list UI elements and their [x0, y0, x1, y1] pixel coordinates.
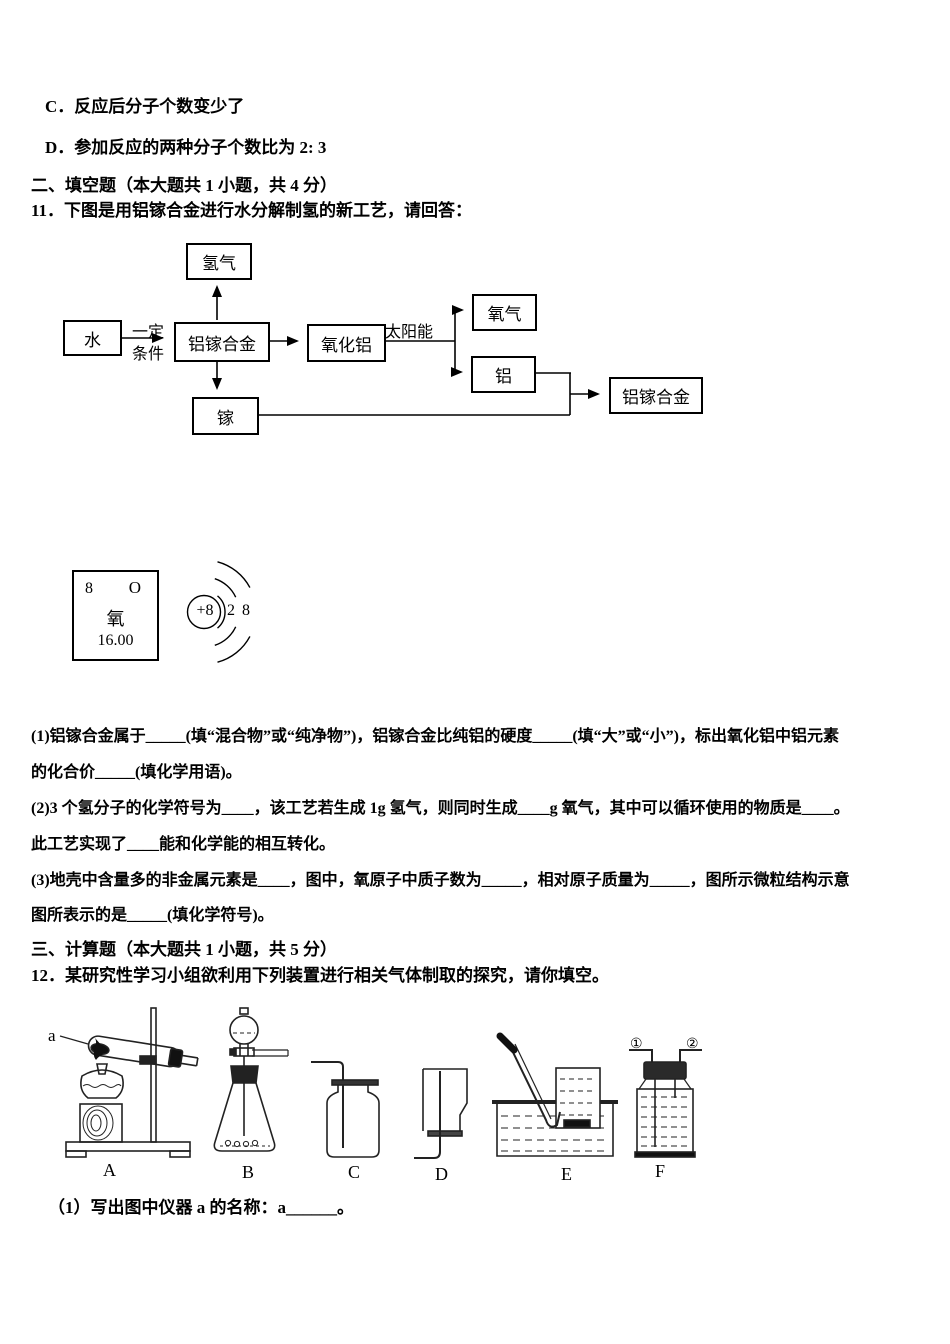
- apparatus-e-drawing: [492, 1032, 618, 1157]
- option-c: C．反应后分子个数变少了: [45, 97, 245, 116]
- q11-part1-line1: (1)铝镓合金属于_____(填“混合物”或“纯净物”)，铝镓合金比纯铝的硬度_…: [31, 728, 839, 745]
- flowchart-lines: [118, 285, 600, 663]
- node-alloy-product: 铝镓合金: [609, 377, 703, 414]
- node-gallium: 镓: [192, 397, 259, 435]
- node-oxide: 氧化铝: [307, 324, 386, 362]
- q11-part1-line2: 的化合价_____(填化学用语)。: [31, 764, 242, 781]
- label-condition-2: 条件: [131, 346, 164, 363]
- element-symbol: O: [128, 578, 141, 597]
- apparatus-b-label: B: [242, 1162, 255, 1182]
- nucleus-circle: [186, 594, 222, 630]
- instrument-a-pointer: a: [48, 1026, 56, 1045]
- atom-shell-outer-count: 8: [242, 602, 250, 619]
- node-oxygen: 氧气: [472, 294, 537, 331]
- port-1-label: ①: [630, 1037, 643, 1052]
- port-2-label: ②: [686, 1037, 699, 1052]
- apparatus-b-drawing: [213, 1007, 289, 1152]
- pointer-line-a: [59, 1035, 89, 1045]
- label-condition-1: 一定: [131, 324, 164, 341]
- apparatus-a-label: A: [103, 1160, 116, 1180]
- element-atomic-number: 8: [85, 580, 93, 597]
- shell3-arc-top: [217, 561, 251, 588]
- atom-shell-inner-count: 2: [227, 602, 235, 619]
- section-calc-heading: 三、计算题（本大题共 1 小题，共 5 分）: [31, 940, 337, 959]
- question-12: 12．某研究性学习小组欲利用下列装置进行相关气体制取的探究，请你填空。: [31, 966, 609, 985]
- q11-part2-line1: (2)3 个氢分子的化学符号为____，该工艺若生成 1g 氢气，则同时生成__…: [31, 800, 850, 817]
- apparatus-f-drawing: [629, 1049, 702, 1158]
- apparatus-c-label: C: [348, 1162, 361, 1182]
- node-hydrogen: 氢气: [186, 243, 252, 280]
- apparatus-c-drawing: [311, 1061, 380, 1158]
- apparatus-f-label: F: [655, 1161, 666, 1181]
- question-12-sub1: （1）写出图中仪器 a 的名称：a______。: [48, 1198, 354, 1217]
- shell3-arc-bottom: [217, 636, 251, 663]
- node-aluminum: 铝: [471, 356, 536, 393]
- atom-structure-icon: [186, 561, 251, 663]
- shell1-arc: [217, 595, 226, 629]
- element-mass: 16.00: [97, 632, 134, 649]
- node-water: 水: [63, 320, 122, 356]
- question-11: 11．下图是用铝镓合金进行水分解制氢的新工艺，请回答：: [31, 201, 473, 220]
- flame-icon: [93, 1038, 104, 1060]
- section-fill-heading: 二、填空题（本大题共 1 小题，共 4 分）: [31, 176, 337, 195]
- apparatus-e-label: E: [561, 1164, 572, 1184]
- q11-part2-line2: 此工艺实现了____能和化学能的相互转化。: [31, 836, 336, 853]
- apparatus-a-drawing: [59, 1007, 199, 1158]
- apparatus-d-label: D: [435, 1164, 448, 1184]
- option-d: D．参加反应的两种分子个数比为 2: 3: [45, 138, 327, 157]
- label-solar: 太阳能: [385, 324, 434, 341]
- node-alloy: 铝镓合金: [174, 322, 270, 362]
- atom-nucleus-charge: +8: [196, 602, 214, 619]
- apparatus-d-drawing: [414, 1068, 468, 1159]
- shell2-arc-top: [214, 578, 237, 598]
- element-name: 氧: [106, 609, 125, 629]
- q11-part3-line1: (3)地壳中含量多的非金属元素是____，图中，氧原子中质子数为_____，相对…: [31, 872, 850, 889]
- element-card: 8 O 氧 16.00: [72, 570, 159, 661]
- shell2-arc-bottom: [214, 626, 237, 646]
- q11-part3-line2: 图所表示的是_____(填化学符号)。: [31, 907, 274, 924]
